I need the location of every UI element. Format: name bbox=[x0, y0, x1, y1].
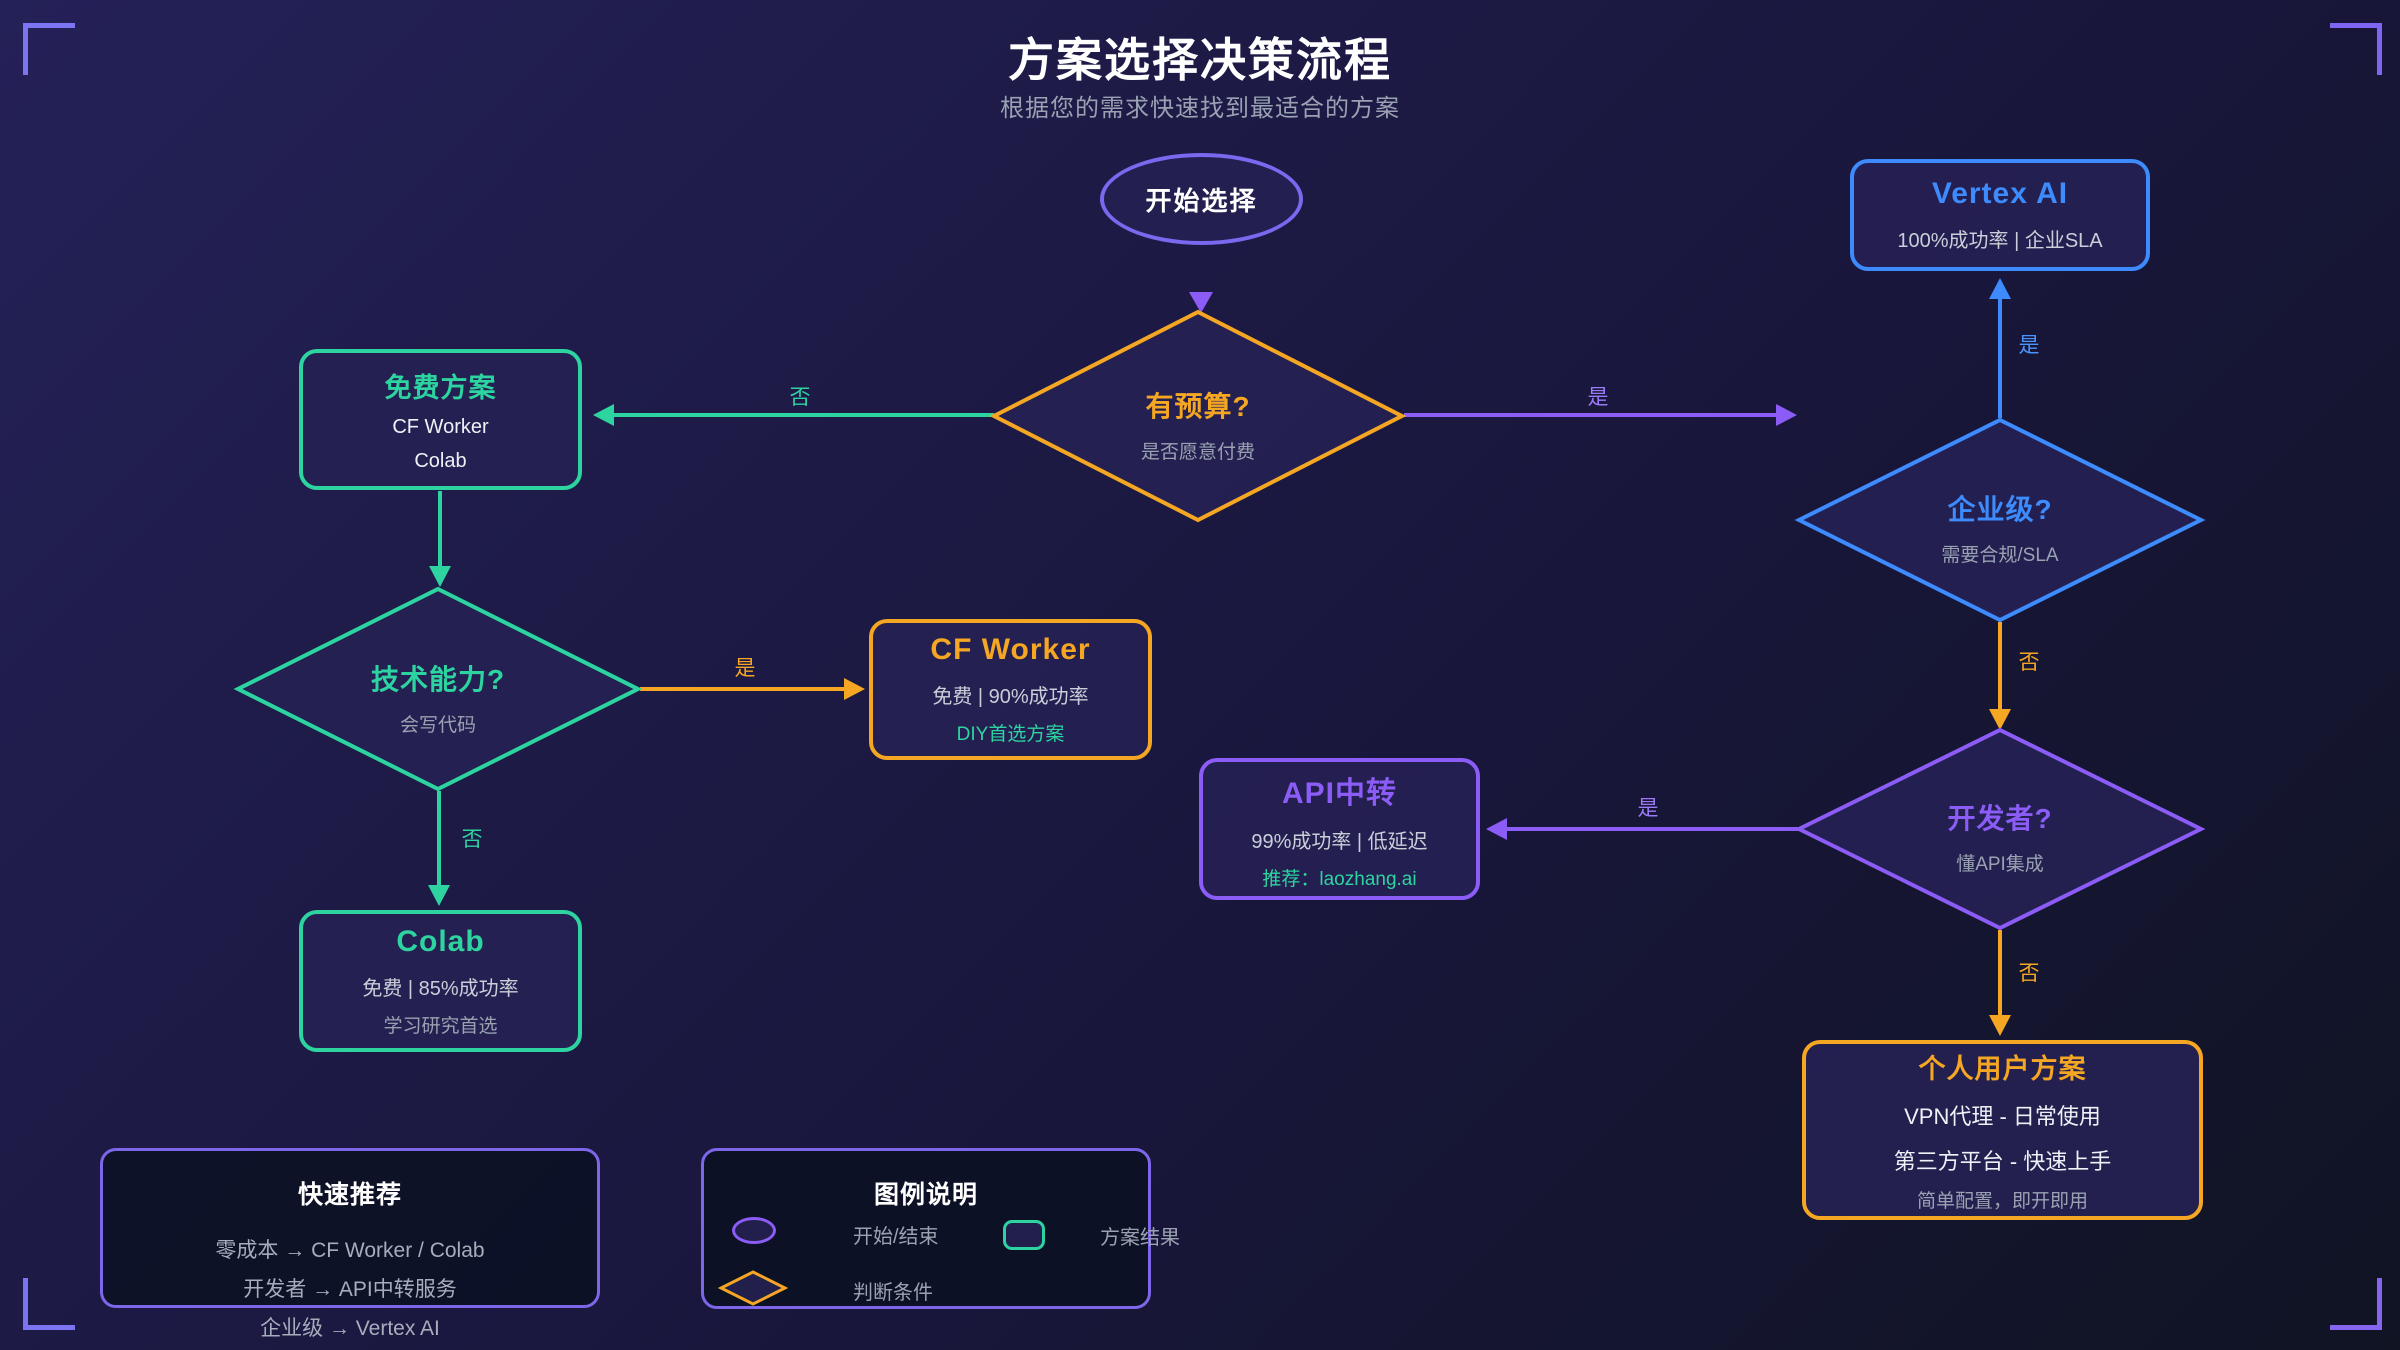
node-personal-plan-line-2: 第三方平台 - 快速上手 bbox=[1893, 1149, 2112, 1174]
edge-label-developer-yes: 是 bbox=[1637, 797, 1659, 820]
decision-enterprise-title: 企业级? bbox=[1947, 494, 2053, 525]
start-node: 开始选择 bbox=[1100, 153, 1303, 245]
node-api-relay-stats: 99%成功率 | 低延迟 bbox=[1251, 830, 1428, 853]
legend-panel: 图例说明 开始/结束 方案结果 判断条件 bbox=[701, 1148, 1180, 1309]
node-personal-plan-title: 个人用户方案 bbox=[1918, 1054, 2087, 1084]
edge-label-enterprise-yes: 是 bbox=[2018, 334, 2040, 357]
node-free-plan: 免费方案 CF Worker Colab bbox=[299, 349, 582, 490]
decision-enterprise: 企业级? 需要合规/SLA bbox=[1810, 488, 2190, 567]
decision-developer-title: 开发者? bbox=[1947, 803, 2053, 834]
arrowhead-enterprise-no bbox=[1989, 709, 2011, 730]
node-api-relay-note: 推荐：laozhang.ai bbox=[1262, 868, 1417, 890]
arrowhead-tech-yes bbox=[844, 678, 865, 700]
node-cf-worker-title: CF Worker bbox=[930, 633, 1091, 666]
arrowhead-tech-no bbox=[428, 885, 450, 906]
node-free-plan-line-2: Colab bbox=[414, 450, 467, 472]
decision-developer-subtitle: 懂API集成 bbox=[1956, 854, 2044, 875]
decision-budget: 有预算? 是否愿意付费 bbox=[1008, 385, 1388, 464]
node-colab-stats: 免费 | 85%成功率 bbox=[362, 977, 519, 1000]
page-subtitle: 根据您的需求快速找到最适合的方案 bbox=[1000, 95, 1400, 122]
node-colab-title: Colab bbox=[396, 924, 485, 958]
corner-bracket-bottom-right bbox=[2330, 1278, 2382, 1330]
decision-tech-shape bbox=[233, 586, 643, 792]
edge-label-enterprise-no: 否 bbox=[2018, 651, 2040, 674]
node-personal-plan-line-1: VPN代理 - 日常使用 bbox=[1904, 1104, 2101, 1129]
arrowhead-budget-no bbox=[593, 404, 614, 426]
decision-tech-title: 技术能力? bbox=[370, 664, 506, 695]
node-personal-plan-note: 简单配置，即开即用 bbox=[1916, 1191, 2088, 1212]
node-cf-worker: CF Worker 免费 | 90%成功率 DIY首选方案 bbox=[869, 619, 1152, 760]
arrowhead-developer-yes bbox=[1486, 818, 1507, 840]
edge-label-budget-no: 否 bbox=[789, 386, 811, 409]
quick-recommend-panel: 快速推荐 零成本 → CF Worker / Colab 开发者 → API中转… bbox=[100, 1148, 600, 1340]
legend-start-end-ellipse-icon bbox=[732, 1217, 776, 1244]
node-vertex-ai-stats: 100%成功率 | 企业SLA bbox=[1897, 230, 2103, 252]
node-api-relay: API中转 99%成功率 | 低延迟 推荐：laozhang.ai bbox=[1199, 758, 1480, 900]
decision-budget-title: 有预算? bbox=[1145, 391, 1251, 422]
arrowhead-enterprise-yes bbox=[1989, 278, 2011, 299]
legend-label-start-end: 开始/结束 bbox=[853, 1226, 939, 1248]
decision-enterprise-subtitle: 需要合规/SLA bbox=[1941, 545, 2059, 566]
node-personal-plan: 个人用户方案 VPN代理 - 日常使用 第三方平台 - 快速上手 简单配置，即开… bbox=[1802, 1040, 2203, 1220]
legend-label-decision: 判断条件 bbox=[853, 1282, 933, 1304]
decision-developer: 开发者? 懂API集成 bbox=[1810, 797, 2190, 876]
node-colab: Colab 免费 | 85%成功率 学习研究首选 bbox=[299, 910, 582, 1052]
arrowhead-developer-no bbox=[1989, 1015, 2011, 1036]
node-free-plan-line-1: CF Worker bbox=[392, 416, 489, 438]
page-title: 方案选择决策流程 bbox=[1008, 34, 1392, 86]
decision-tech-subtitle: 会写代码 bbox=[399, 715, 476, 736]
node-vertex-ai-title: Vertex AI bbox=[1931, 177, 2069, 210]
node-free-plan-title: 免费方案 bbox=[384, 373, 497, 403]
arrowhead-budget-yes bbox=[1776, 404, 1797, 426]
legend-decision-diamond-icon bbox=[718, 1270, 788, 1306]
decision-tech: 技术能力? 会写代码 bbox=[248, 658, 628, 737]
decision-developer-shape bbox=[1794, 727, 2206, 931]
quick-recommend-title: 快速推荐 bbox=[297, 1181, 402, 1209]
quick-recommend-item-1: 零成本 → CF Worker / Colab bbox=[215, 1239, 485, 1262]
edge-label-developer-no: 否 bbox=[2018, 962, 2040, 985]
node-vertex-ai: Vertex AI 100%成功率 | 企业SLA bbox=[1850, 159, 2150, 271]
decision-enterprise-shape bbox=[1794, 417, 2206, 623]
node-cf-worker-stats: 免费 | 90%成功率 bbox=[932, 686, 1089, 708]
corner-bracket-top-right bbox=[2330, 23, 2382, 75]
arrowhead-free-to-tech bbox=[429, 566, 451, 587]
node-cf-worker-note: DIY首选方案 bbox=[956, 724, 1065, 745]
arrowhead-start-to-budget bbox=[1189, 292, 1213, 313]
quick-recommend-item-2: 开发者 → API中转服务 bbox=[243, 1278, 457, 1301]
corner-bracket-bottom-left bbox=[23, 1278, 75, 1330]
legend-result-rect-icon bbox=[1003, 1220, 1045, 1250]
start-node-label: 开始选择 bbox=[1145, 185, 1258, 216]
edge-label-tech-no: 否 bbox=[461, 828, 483, 851]
decision-budget-subtitle: 是否愿意付费 bbox=[1140, 442, 1255, 463]
node-colab-note: 学习研究首选 bbox=[383, 1015, 498, 1037]
edge-label-tech-yes: 是 bbox=[734, 657, 756, 680]
legend-label-result: 方案结果 bbox=[1100, 1227, 1180, 1249]
legend-title: 图例说明 bbox=[873, 1181, 978, 1209]
decision-budget-shape bbox=[989, 309, 1407, 523]
corner-bracket-top-left bbox=[23, 23, 75, 75]
edge-label-budget-yes: 是 bbox=[1587, 386, 1609, 409]
node-api-relay-title: API中转 bbox=[1281, 776, 1397, 810]
quick-recommend-item-3: 企业级 → Vertex AI bbox=[260, 1317, 440, 1340]
